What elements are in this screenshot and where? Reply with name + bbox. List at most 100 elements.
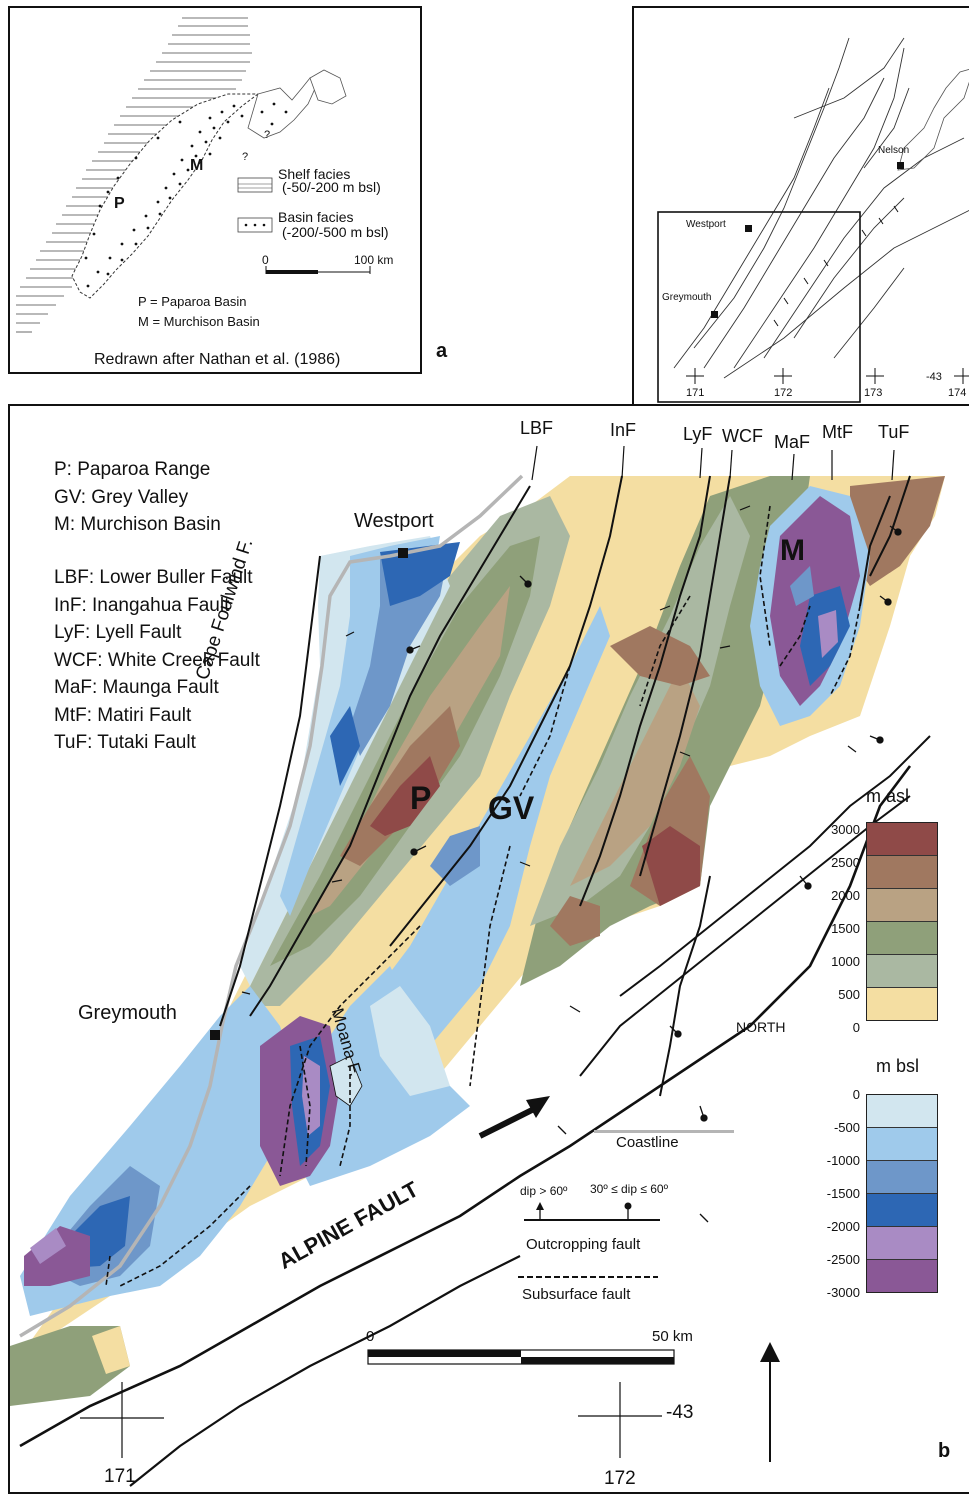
- eastern-range-500: [530, 496, 750, 926]
- fault-code-lbf: LBF: [520, 418, 554, 438]
- town-greymouth: Greymouth: [78, 1002, 177, 1024]
- depth-legend-swatches: [866, 1094, 938, 1293]
- greymouth-marker: [711, 311, 718, 318]
- elevation-tick: 2500: [831, 855, 860, 870]
- murchison-basin-1500: [790, 566, 814, 606]
- moana-basin-2500: [302, 1056, 320, 1136]
- inset-lon-171: 171: [686, 387, 704, 399]
- depth-tick: -1500: [826, 1186, 860, 1201]
- nelson-marker: [897, 162, 904, 169]
- alpine-fault-secondary-line: [129, 1255, 521, 1487]
- panel-a-abbrev-paparoa: P = Paparoa Basin: [138, 294, 247, 309]
- abbrev-grey-valley: GV: Grey Valley: [54, 486, 189, 508]
- grey-valley-shallow-0: [370, 986, 450, 1096]
- elevation-swatch-1500-2000: [867, 889, 937, 922]
- fault-code-maf: MaF: [774, 432, 810, 452]
- inset-location-map: Nelson Westport Greymouth 171 172 173 17…: [632, 6, 969, 406]
- coastline-legend-swatch: [594, 1130, 734, 1133]
- depth-swatch-1500-2000: [867, 1194, 937, 1227]
- moana-basin-0: [329, 1055, 363, 1107]
- panel-b-basement-structure-map: NORTH P: Paparoa Range GV: Grey Valley M…: [8, 404, 969, 1494]
- scale-bar-start-label: 0: [366, 1328, 375, 1345]
- depth-swatch-500-1000: [867, 1128, 937, 1161]
- subsurface-fault-legend-label: Subsurface fault: [522, 1286, 631, 1303]
- fault-code-lyf: LyF: [683, 424, 713, 444]
- elevation-legend-swatches: [866, 822, 938, 1021]
- elevation-swatch-2500-3000: [867, 823, 937, 856]
- panel-a-credit: Redrawn after Nathan et al. (1986): [94, 351, 340, 368]
- fault-code-inf: InF: [610, 420, 637, 440]
- inset-map-svg: Nelson Westport Greymouth 171 172 173 17…: [657, 37, 969, 403]
- alpine-fault-line: [19, 765, 912, 1448]
- greymouth-basin-3000: [24, 1226, 90, 1286]
- eastern-range-1500: [570, 666, 700, 886]
- depth-swatch-2500-3000: [867, 1260, 937, 1292]
- westport-marker: [745, 225, 752, 232]
- svg-text:?: ?: [242, 151, 248, 163]
- abbrev-inangahua-fault: InF: Inangahua Fault: [54, 594, 230, 616]
- elevation-tick: 3000: [831, 822, 860, 837]
- shelf-facies-range: (-50/-200 m bsl): [282, 179, 381, 195]
- bay-coast-outline: [309, 69, 347, 105]
- elevation-swatch-500-1000: [867, 955, 937, 988]
- inset-town-nelson: Nelson: [878, 145, 909, 156]
- panel-a-scale-bar: 0 100 km: [262, 253, 393, 274]
- depth-tick: -2000: [826, 1219, 860, 1234]
- fault-code-mtf: MtF: [822, 422, 853, 442]
- alpine-movement-arrowhead: [526, 1096, 550, 1118]
- fault-arrow-markers: [241, 505, 857, 995]
- elevation-tick: 500: [838, 987, 860, 1002]
- elevation-tick: 1000: [831, 954, 860, 969]
- fault-code-wcf: WCF: [722, 426, 763, 446]
- fault-code-tuf: TuF: [878, 422, 910, 442]
- map-letter-grey-valley: GV: [488, 790, 535, 826]
- coastline-legend-label: Coastline: [616, 1134, 679, 1151]
- inset-lon-173: 173: [864, 387, 882, 399]
- depth-swatch-2000-2500: [867, 1227, 937, 1260]
- depth-tick: -1000: [826, 1153, 860, 1168]
- fault-abbreviation-list: LBF: Lower Buller Fault InF: Inangahua F…: [54, 564, 260, 757]
- panel-a-scale-end: 100 km: [354, 253, 393, 267]
- greymouth-basin-2500: [30, 1228, 66, 1264]
- inset-town-greymouth: Greymouth: [662, 292, 711, 303]
- elevation-swatch-2000-2500: [867, 856, 937, 889]
- elevation-swatch-0-500: [867, 988, 937, 1020]
- depth-swatch-0-500: [867, 1095, 937, 1128]
- inset-lon-174: 174: [948, 387, 966, 399]
- basin-facies-range: (-200/-500 m bsl): [282, 224, 389, 240]
- cape-foulwind-deep-2000: [330, 706, 360, 786]
- depth-tick: -500: [833, 1120, 860, 1135]
- panel-a-paparoa-letter: P: [114, 195, 125, 212]
- paparoa-band-2500: [370, 756, 440, 836]
- small-high-2000: [550, 896, 600, 946]
- northern-coast-outline: [247, 77, 319, 139]
- shelf-facies-label: Shelf facies: [278, 166, 350, 182]
- elevation-legend-title: m asl: [866, 786, 910, 806]
- fault-label-pointers: [531, 445, 895, 481]
- north-arrow-head: [760, 1342, 780, 1362]
- inset-coastline: [897, 69, 969, 171]
- inset-fault-ticks: [773, 205, 899, 327]
- abbrev-paparoa-range: P: Paparoa Range: [54, 459, 211, 480]
- elevation-swatch-1000-1500: [867, 922, 937, 955]
- abbrev-tutaki-fault: TuF: Tutaki Fault: [54, 732, 196, 753]
- abbrev-matiri-fault: MtF: Matiri Fault: [54, 704, 192, 726]
- elevation-tick: 1500: [831, 921, 860, 936]
- elevation-tick: 0: [852, 1020, 860, 1035]
- panel-b-letter: b: [938, 1440, 951, 1462]
- depth-legend-ticks: 0 -500 -1000 -1500 -2000 -2500 -3000: [816, 1078, 860, 1309]
- inset-graticule-crosses: [686, 368, 969, 384]
- latitude-43-label: -43: [666, 1402, 694, 1423]
- town-westport: Westport: [354, 510, 434, 532]
- depth-legend-title: m bsl: [876, 1056, 920, 1076]
- westport-town-marker: [398, 548, 408, 558]
- panel-a-murchison-letter: M: [190, 157, 203, 174]
- scale-bar-end-label: 50 km: [652, 1328, 693, 1345]
- eastern-high-2000: [610, 626, 710, 686]
- depth-tick: -3000: [826, 1285, 860, 1300]
- basin-facies-area: [71, 93, 260, 299]
- panel-a-scale-start: 0: [262, 253, 269, 267]
- grey-valley-deep-1500: [430, 826, 480, 886]
- depth-tick: 0: [852, 1087, 860, 1102]
- southern-spur-2500: [642, 826, 700, 906]
